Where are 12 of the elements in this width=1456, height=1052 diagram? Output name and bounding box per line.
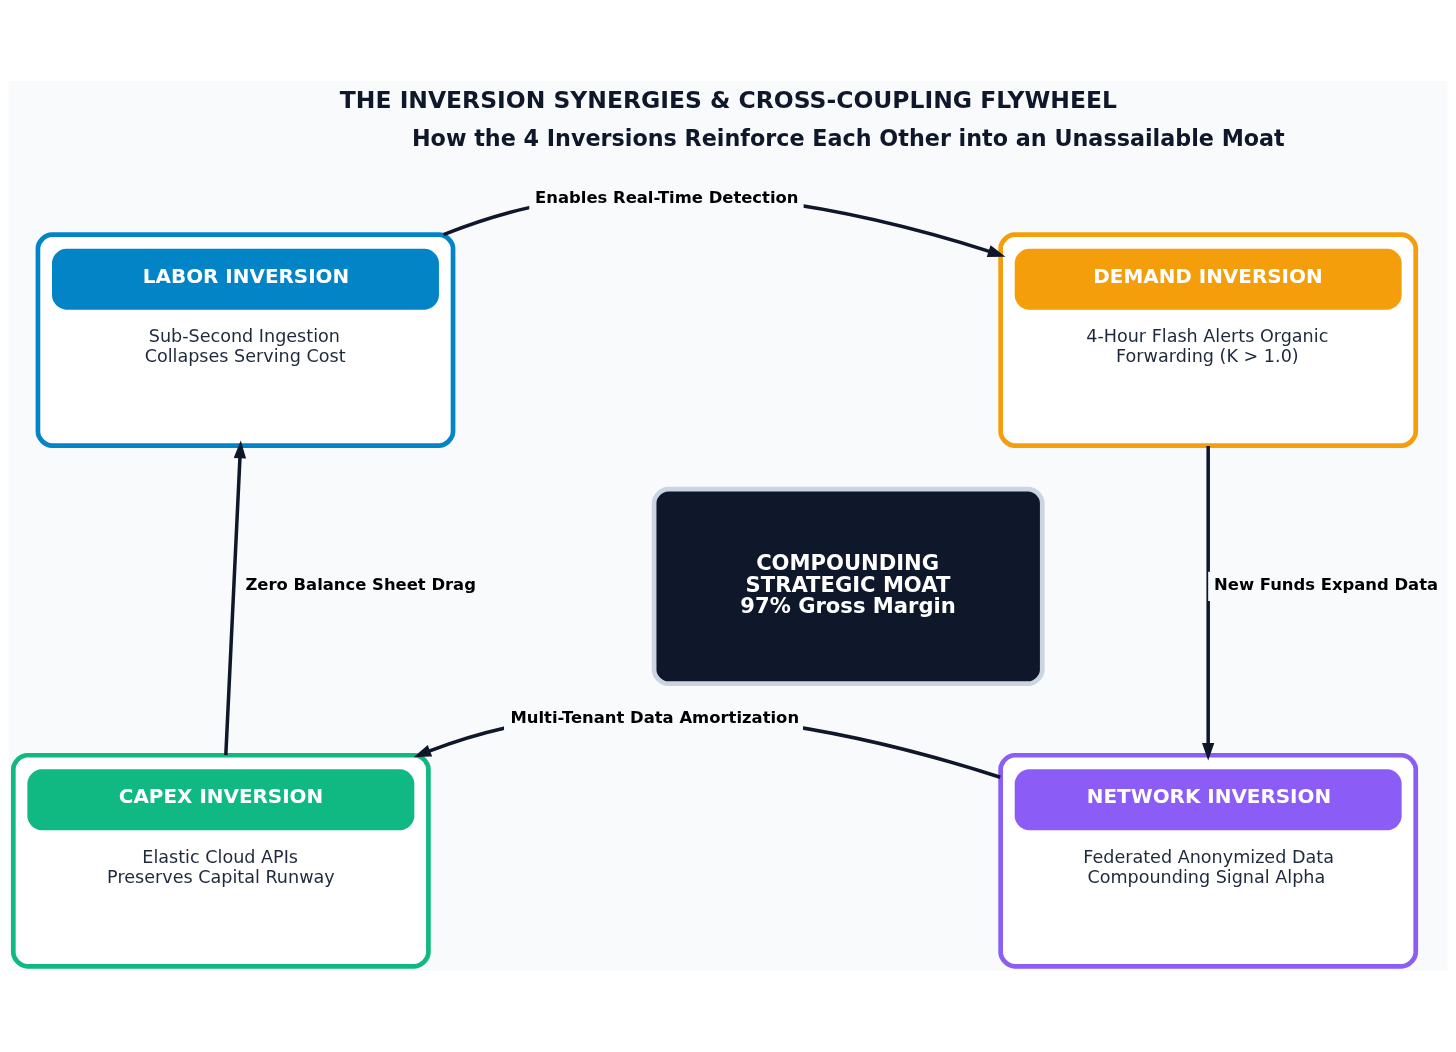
node-box: NETWORK INVERSION Federated Anonymized Data Compounding Signal Alpha <box>998 752 1419 969</box>
node-box: COMPOUNDING STRATEGIC MOAT 97% Gross Margin <box>651 486 1045 687</box>
diagram-title: THE INVERSION SYNERGIES & CROSS-COUPLING FLYWHEEL <box>339 85 1117 114</box>
label: How the 4 Inversions Reinforce Each Other into an Unassailable Moat <box>411 125 1285 152</box>
node-box: CAPEX INVERSION Elastic Cloud APIs Preserves Capital Runway <box>10 752 431 969</box>
edge-label: Enables Real-Time Detection <box>535 187 799 207</box>
edge-label: New Funds Expand Data <box>1214 575 1439 595</box>
arrow <box>224 440 247 756</box>
node-box: DEMAND INVERSION 4-Hour Flash Alerts Organic Forwarding (K > 1.0) <box>998 232 1419 449</box>
arrow <box>1202 445 1215 761</box>
node-box: LABOR INVERSION Sub-Second Ingestion Collapses Serving Cost <box>35 232 456 449</box>
edge-label: Zero Balance Sheet Drag <box>245 575 476 595</box>
